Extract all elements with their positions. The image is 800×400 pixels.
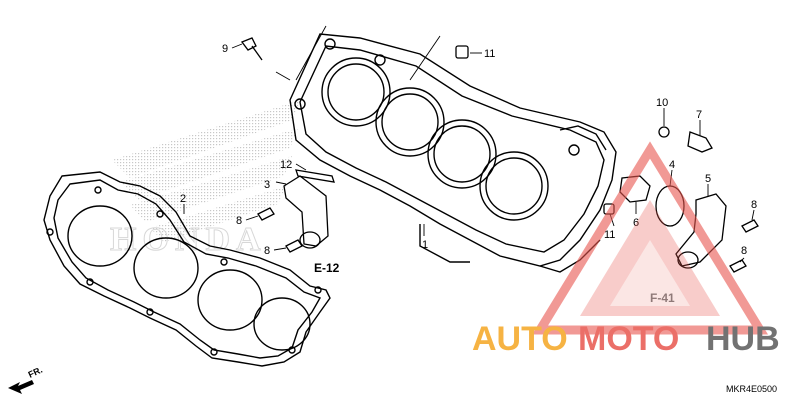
callout-3: 3 <box>264 179 270 191</box>
front-direction-arrow: FR. <box>8 365 44 394</box>
bolt-part-8 <box>257 207 759 273</box>
direction-label: FR. <box>27 365 44 380</box>
callout-5: 5 <box>705 173 711 185</box>
callout-12: 12 <box>280 159 292 171</box>
watermark-word-2: MOTO <box>578 320 679 358</box>
callout-4: 4 <box>669 159 675 171</box>
watermark-word-3: HUB <box>706 320 780 358</box>
honda-logo-text: HONDA <box>110 221 267 258</box>
automotohub-watermark: AUTO MOTO HUB <box>472 141 780 358</box>
callout-7: 7 <box>696 109 702 121</box>
callout-11-b: 11 <box>604 229 615 241</box>
leader-lines <box>183 25 755 263</box>
callout-8-d: 8 <box>741 245 747 257</box>
dowel-part-12 <box>295 169 335 183</box>
sensor-part-7 <box>687 131 713 153</box>
callout-6: 6 <box>633 217 639 229</box>
callout-2: 2 <box>180 193 186 205</box>
callout-9: 9 <box>222 43 228 55</box>
callout-1: 1 <box>422 239 428 251</box>
washer-part-10 <box>658 126 670 138</box>
callout-8-a: 8 <box>236 215 242 227</box>
callout-10: 10 <box>656 97 668 109</box>
callout-8-b: 8 <box>264 245 270 257</box>
reference-f41: F-41 <box>650 291 675 305</box>
bolt-part-9 <box>240 37 263 61</box>
gasket-part-2 <box>43 171 331 367</box>
honda-wing-logo: HONDA <box>110 100 300 259</box>
watermark-word-1: AUTO <box>472 320 568 358</box>
water-pipe-part-3 <box>283 175 329 249</box>
cylinder-block-part-1 <box>289 33 617 273</box>
callout-11-a: 11 <box>484 48 495 60</box>
reference-e12: E-12 <box>314 261 340 275</box>
part-code: MKR4E0500 <box>726 384 777 394</box>
callout-8-c: 8 <box>751 199 757 211</box>
